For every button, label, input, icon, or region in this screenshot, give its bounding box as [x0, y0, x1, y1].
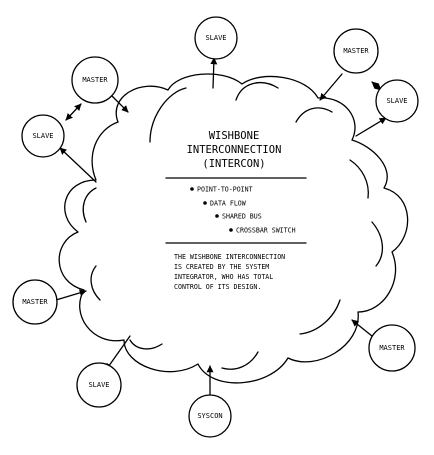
description-line: INTEGRATOR, WHO HAS TOTAL — [174, 273, 273, 281]
description-line: CONTROL OF ITS DESIGN. — [174, 283, 261, 291]
node-label: MASTER — [22, 298, 48, 306]
connector-arrow — [355, 117, 387, 137]
connector-arrow — [319, 73, 343, 101]
node-label: SLAVE — [205, 34, 226, 42]
cloud-inner-loop — [129, 339, 163, 350]
cloud-inner-loop — [299, 299, 341, 335]
intercon-title-line: (INTERCON) — [202, 158, 265, 170]
connector-arrow — [105, 335, 131, 371]
slave-node[interactable]: SLAVE — [375, 79, 419, 123]
bullet-dot — [215, 214, 219, 218]
connector-arrow — [65, 103, 82, 121]
connector-arrow — [351, 319, 373, 337]
master-node[interactable]: MASTER — [71, 56, 119, 104]
node-label: MASTER — [343, 47, 369, 55]
intercon-title-line: INTERCONNECTION — [187, 144, 282, 156]
bullet-item: SHARED BUS — [222, 213, 262, 221]
master-node[interactable]: MASTER — [12, 279, 58, 325]
description-line: IS CREATED BY THE SYSTEM — [174, 263, 269, 271]
connector-arrow — [111, 95, 129, 113]
node-label: SYSCON — [197, 412, 222, 420]
bullet-dot — [190, 187, 194, 191]
node-label: MASTER — [379, 344, 405, 352]
cloud-inner-loop — [90, 265, 101, 301]
master-node[interactable]: MASTER — [333, 28, 379, 74]
cloud-inner-loop — [295, 107, 333, 123]
cloud-inner-loop — [371, 221, 383, 267]
cloud-inner-loop — [349, 159, 369, 199]
bullet-item: POINT-TO-POINT — [197, 186, 253, 194]
intercon-title-line: WISHBONE — [209, 130, 260, 142]
bullet-dot — [229, 228, 233, 232]
cloud-inner-loop — [221, 351, 259, 370]
master-node[interactable]: MASTER — [368, 324, 416, 372]
slave-node[interactable]: SLAVE — [194, 16, 238, 60]
node-label: SLAVE — [32, 132, 53, 140]
node-label: SLAVE — [88, 381, 109, 389]
syscon-node[interactable]: SYSCON — [188, 394, 232, 438]
connector-arrow — [55, 289, 87, 301]
description-line: THE WISHBONE INTERCONNECTION — [174, 253, 285, 261]
connector-arrow — [210, 57, 218, 89]
connector-arrow — [59, 147, 97, 183]
node-label: SLAVE — [386, 97, 407, 105]
intercon-cloud-outline — [58, 73, 409, 384]
bullet-item: DATA FLOW — [210, 200, 246, 208]
cloud-inner-loop — [82, 187, 97, 223]
bullet-dot — [203, 201, 207, 205]
cloud-inner-loop — [235, 82, 279, 101]
slave-node[interactable]: SLAVE — [76, 362, 122, 408]
bullet-item: CROSSBAR SWITCH — [236, 227, 296, 235]
slave-node[interactable]: SLAVE — [21, 114, 65, 158]
node-label: MASTER — [82, 76, 108, 84]
cloud-inner-loop — [149, 87, 187, 143]
